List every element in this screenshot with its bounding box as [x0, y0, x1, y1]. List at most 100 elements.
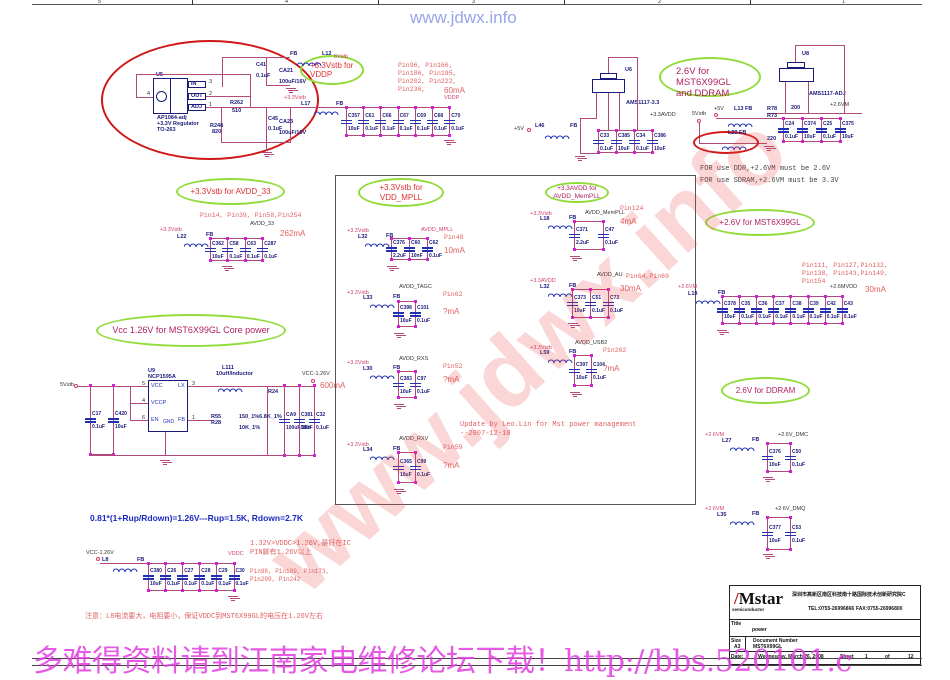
- inductor-ref: L59: [540, 350, 550, 356]
- cap-value: 0.1uF: [600, 145, 614, 152]
- cap-ref: C28: [201, 568, 211, 574]
- pin-list: Pin98, Pin109, Pin173, Pin209, Pin242: [250, 568, 330, 583]
- net-label: +3.3AVDD: [530, 278, 556, 284]
- cap-ref: C62: [429, 240, 439, 246]
- capacitor-icon: [569, 368, 580, 370]
- cap-value: 0.1uF: [843, 314, 857, 320]
- inductor-icon: [369, 367, 396, 380]
- net-label: VDDC: [228, 551, 244, 557]
- cap-ref: C365: [400, 458, 412, 465]
- cap-ref: C37: [775, 301, 785, 307]
- current-label: 4mA: [620, 217, 637, 226]
- cap-value: 0.1uF: [184, 581, 198, 587]
- pin-number: 5: [142, 381, 146, 387]
- inductor-ref: L32: [358, 234, 368, 240]
- u5-pin-out: OUT: [188, 93, 206, 100]
- cap-ref: C47: [605, 226, 615, 233]
- cap-value: 0.1uF: [434, 125, 448, 132]
- current-label: 30mA: [865, 285, 886, 294]
- sheet-date: Wednesday, March 26, 2008: [758, 654, 824, 660]
- cap-ref: C67: [399, 112, 409, 119]
- fb-label: FB: [570, 123, 578, 129]
- pin-list: Pin14, Pin39, Pin58,Pin254: [200, 212, 302, 219]
- ground-icon: [394, 404, 404, 410]
- ground-icon: [387, 266, 397, 272]
- update-note: Update by Leo.Lin for Mst power manageme…: [460, 421, 637, 438]
- ground-icon: [262, 152, 272, 158]
- cap-ref: C58: [229, 240, 239, 247]
- cap-ref: C61: [365, 112, 375, 119]
- pin-list: Pin64,Pin69: [626, 273, 669, 280]
- cap-ref: C39: [809, 301, 819, 307]
- pin-list: Pin124: [620, 205, 644, 212]
- pin-list: Pin48: [444, 234, 464, 241]
- cap-ref: C383: [400, 375, 412, 382]
- inductor-icon: [547, 285, 574, 298]
- inductor-ref: L111: [222, 365, 234, 371]
- cap-value: 0.1uF: [316, 424, 330, 431]
- net-label: 5Vstb: [334, 54, 349, 60]
- capacitor-icon: [427, 119, 438, 121]
- cap-value: 0.1uF: [792, 314, 806, 320]
- cap-ref: C26: [167, 568, 177, 574]
- ground-icon: [570, 256, 580, 262]
- cap-value: 0.1uF: [256, 73, 271, 79]
- cap-value: 0.1uF: [792, 461, 806, 468]
- cap-value: 10uF: [769, 537, 781, 544]
- inductor-ref: L32: [540, 284, 550, 290]
- inductor-ref: L17: [301, 101, 311, 107]
- cap-ref: C60: [411, 240, 421, 246]
- label-ellipse-core: Vcc 1.26V for MST6X99GL Core power: [96, 314, 286, 347]
- inductor-icon: [369, 296, 396, 309]
- pin-number: 4: [147, 91, 151, 97]
- logo-subtitle: semiconductor: [732, 607, 765, 612]
- capacitor-icon: [375, 119, 387, 121]
- capacitor-icon: [85, 418, 96, 420]
- ground-icon: [568, 323, 578, 329]
- capacitor-icon: [762, 531, 773, 533]
- capacitor-icon: [785, 455, 796, 457]
- cap-ref: C17: [92, 411, 102, 417]
- cap-value: 10uF: [574, 307, 586, 314]
- capacitor-icon: [211, 575, 223, 577]
- capacitor-icon: [422, 247, 433, 249]
- analog-supply-frame: [335, 175, 696, 505]
- cap-value: 0.1uF: [823, 134, 837, 140]
- title-label: Title: [731, 621, 742, 627]
- cap-ref: C73: [610, 294, 620, 301]
- capacitor-icon: [410, 312, 421, 314]
- regulator-u9: [148, 380, 188, 432]
- cap-ref: C398: [400, 305, 412, 311]
- capacitor-icon: [444, 119, 456, 121]
- cap-ref: C51: [592, 294, 602, 301]
- highlight-ellipse-red: [693, 131, 759, 154]
- title-block: /Mstar semiconductor 深圳市高新区南区科技南十路国际技术创新…: [729, 585, 921, 665]
- fb-label: FB: [336, 101, 344, 107]
- net-label: AVDD_RXV: [399, 436, 429, 442]
- net-label: AVDD_MPLL: [421, 227, 454, 233]
- cap-ref: C42: [826, 301, 836, 307]
- ruler-label: 2: [658, 0, 662, 5]
- net-label: +2.6VM: [830, 102, 850, 108]
- u5-package: TO-263: [157, 127, 176, 133]
- cap-ref: C386: [654, 132, 666, 139]
- cap-value: 0.1uF: [429, 253, 443, 259]
- sheet-size: A3: [734, 644, 741, 650]
- inductor-icon: [547, 351, 574, 364]
- cap-ref: C375: [842, 121, 854, 127]
- resistor-value: 220: [767, 136, 777, 142]
- date-label: Date:: [731, 654, 744, 660]
